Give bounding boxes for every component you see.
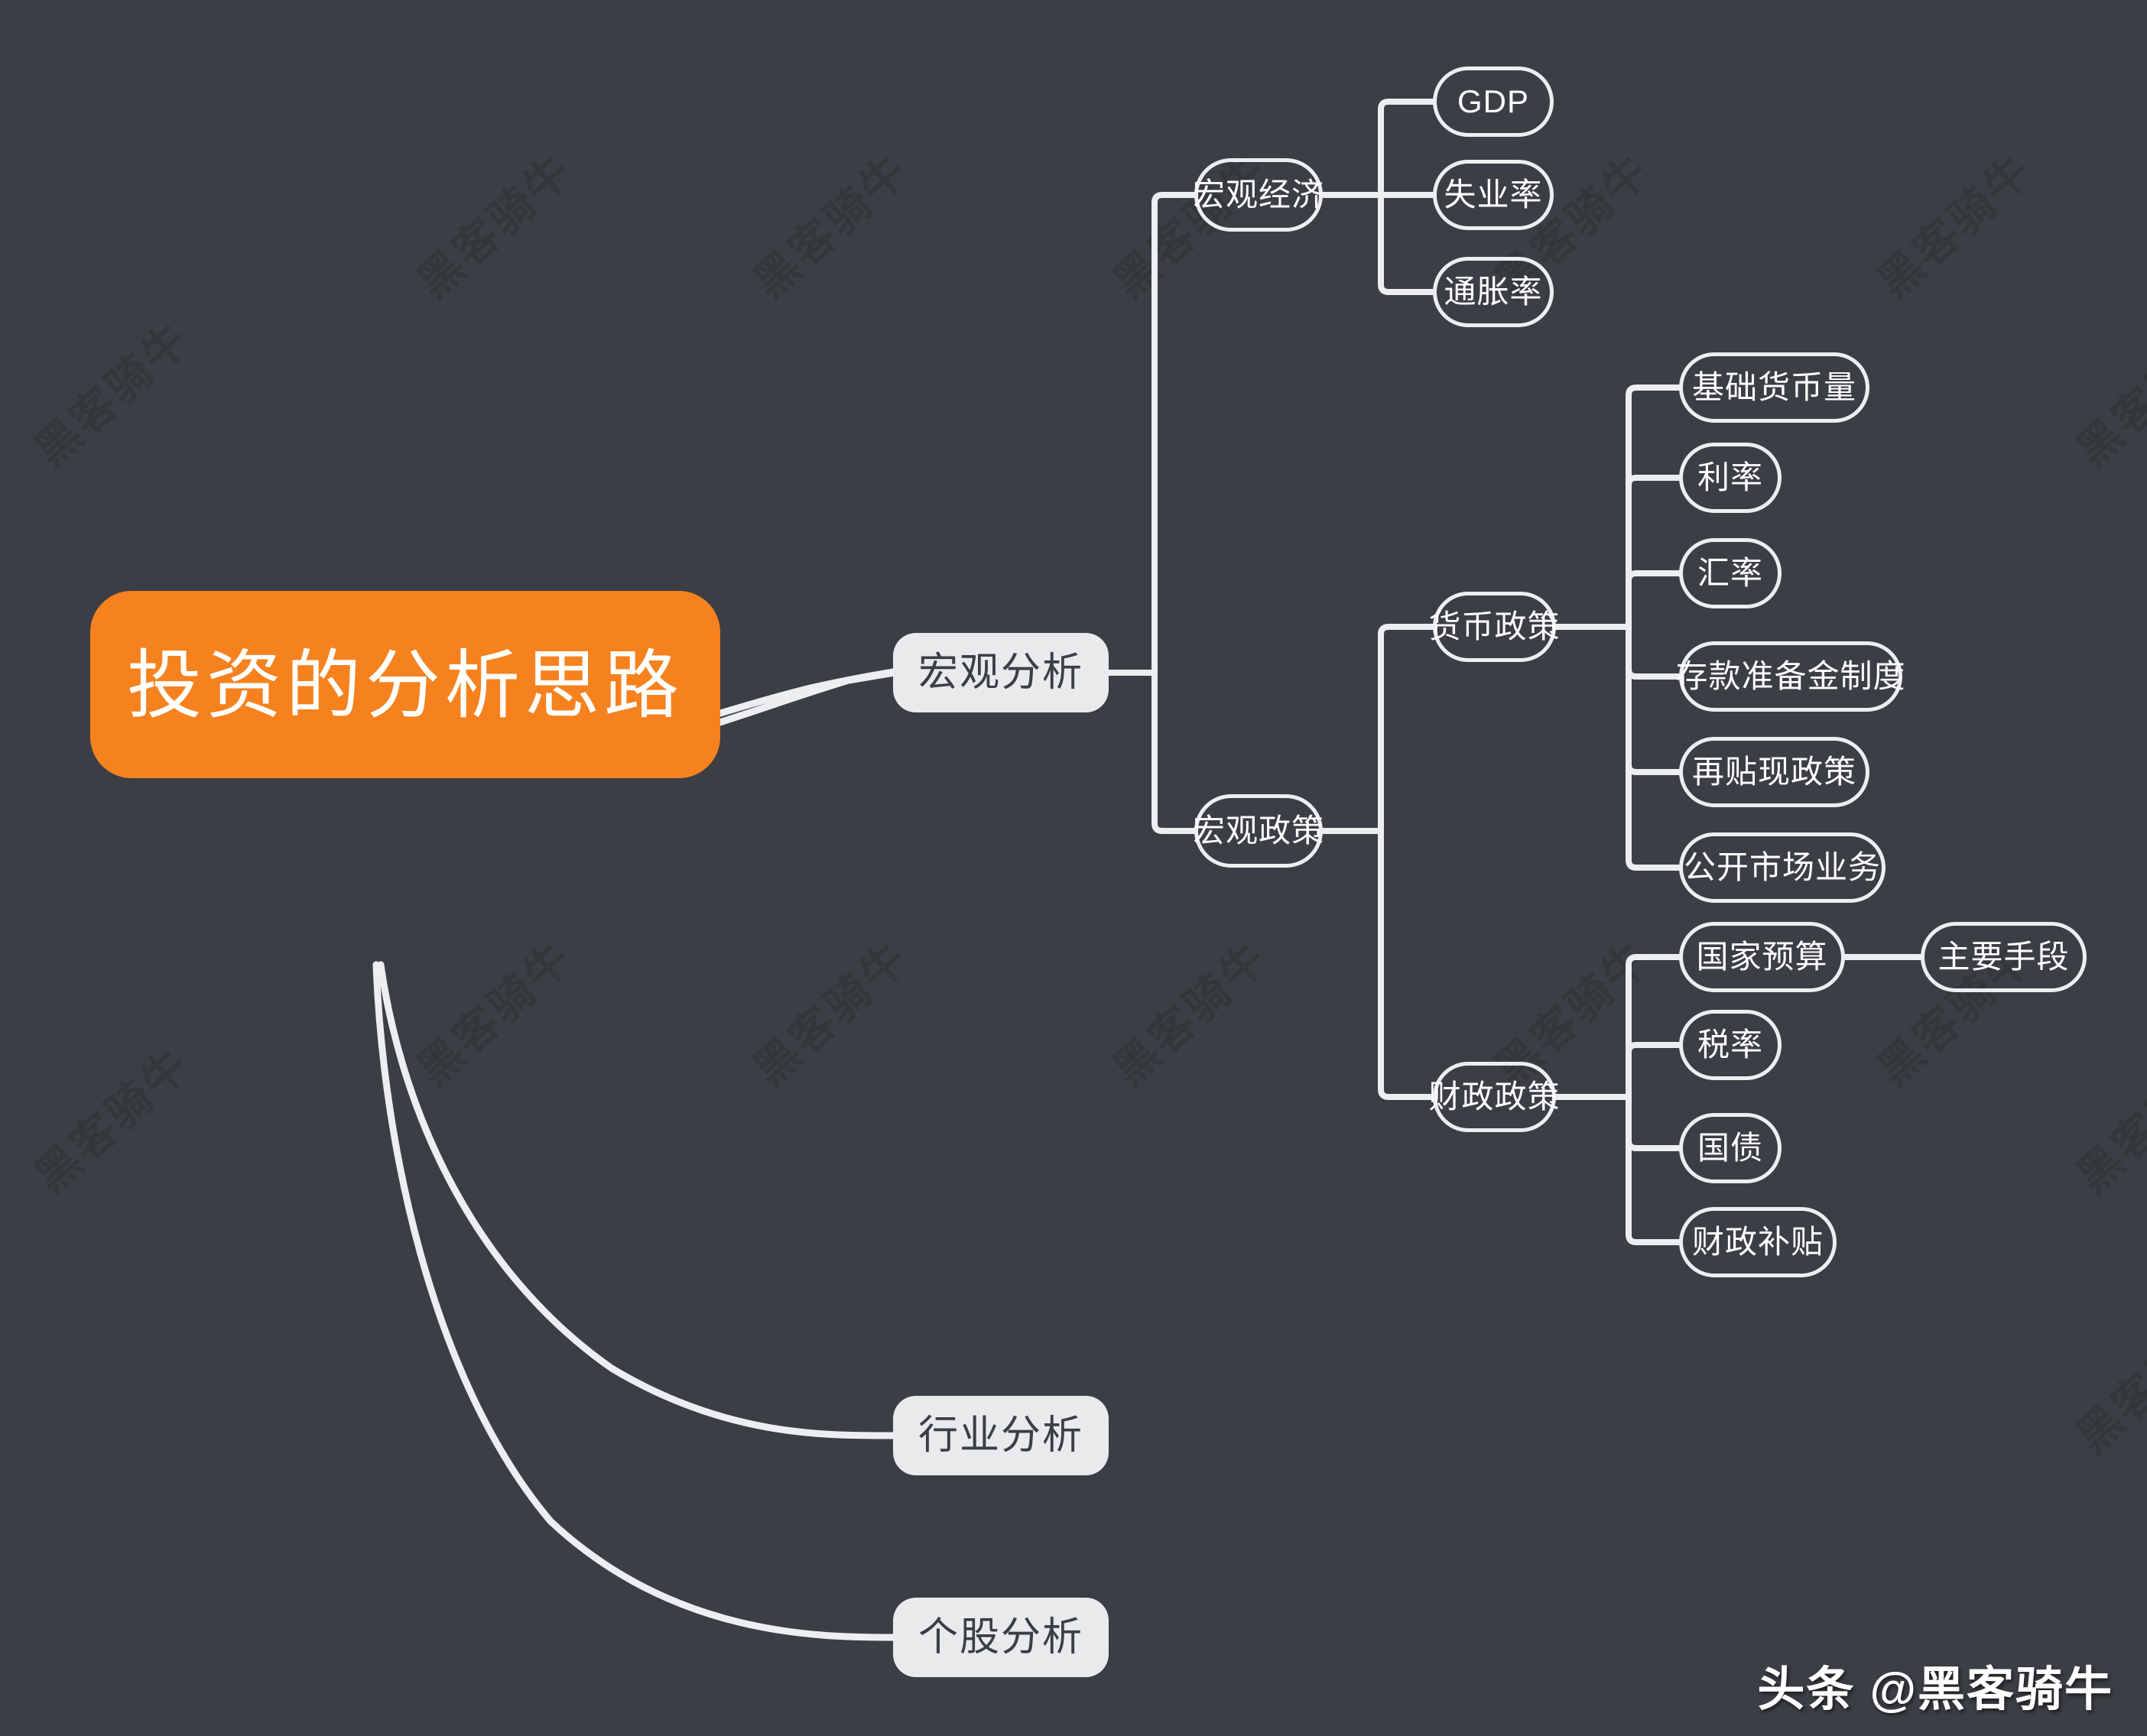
node-zaitiexian[interactable]: 再贴现政策 [1679, 737, 1869, 807]
node-cunkuan-zhunbeijin-label: 存款准备金制度 [1675, 658, 1906, 694]
node-hongguan-jingji[interactable]: 宏观经济 [1193, 158, 1325, 232]
edge-hongguan-zhengce-to-caizheng [1378, 828, 1436, 1100]
node-zhuyao-shouduan[interactable]: 主要手段 [1921, 922, 2087, 992]
node-shuilv-label: 税率 [1697, 1027, 1763, 1063]
node-cunkuan-zhunbeijin[interactable]: 存款准备金制度 [1676, 641, 1905, 712]
node-guojia-yusuan[interactable]: 国家预算 [1679, 922, 1845, 992]
node-lilv-label: 利率 [1697, 459, 1763, 495]
node-hongguan-zhengce[interactable]: 宏观政策 [1193, 794, 1325, 868]
edge-huobi-to-gongkai [1626, 624, 1682, 871]
node-jichu-huobiliang[interactable]: 基础货币量 [1679, 352, 1869, 423]
node-gongkai-shichang-label: 公开市场业务 [1683, 849, 1881, 885]
node-huilv-label: 汇率 [1697, 555, 1763, 591]
node-caizheng-zhengce-label: 财政政策 [1428, 1079, 1561, 1115]
edge-hongguan-zhengce-to-huobi [1378, 624, 1436, 834]
node-guozhai[interactable]: 国债 [1679, 1113, 1782, 1183]
node-jichu-huobiliang-label: 基础货币量 [1691, 369, 1856, 405]
node-caizheng-butie-label: 财政补贴 [1691, 1224, 1824, 1260]
edge-caizheng-to-shuilv [1626, 1042, 1682, 1100]
edge-huobi-to-jichu [1626, 385, 1682, 630]
node-tongzhanglv[interactable]: 通胀率 [1433, 257, 1554, 327]
edge-caizheng-to-guozhai [1626, 1094, 1682, 1151]
node-hongguan-fenxi[interactable]: 宏观分析 [893, 633, 1109, 712]
node-zaitiexian-label: 再贴现政策 [1691, 754, 1856, 790]
node-caizheng-butie[interactable]: 财政补贴 [1679, 1207, 1837, 1277]
node-huobi-zhengce-label: 货币政策 [1428, 608, 1561, 644]
node-huobi-zhengce[interactable]: 货币政策 [1429, 592, 1560, 662]
edge-huobi-to-huilv [1626, 570, 1682, 630]
node-gegu-fenxi[interactable]: 个股分析 [893, 1598, 1109, 1677]
node-root[interactable]: 投资的分析思路 [90, 591, 720, 778]
edge-trunk-to-hongguan-zhengce [1151, 670, 1197, 834]
node-lilv[interactable]: 利率 [1679, 443, 1782, 513]
node-hangye-fenxi-label: 行业分析 [918, 1413, 1083, 1458]
node-hongguan-fenxi-label: 宏观分析 [918, 651, 1083, 695]
node-gdp[interactable]: GDP [1433, 67, 1554, 137]
node-gdp-label: GDP [1457, 83, 1529, 119]
node-guozhai-label: 国债 [1697, 1130, 1763, 1166]
edge-huobi-to-zaitiexian [1626, 624, 1682, 775]
node-shiyelv-label: 失业率 [1444, 177, 1543, 213]
node-gegu-fenxi-label: 个股分析 [918, 1615, 1083, 1660]
edge-trunk-to-hongguan-jingji [1151, 192, 1197, 676]
node-tongzhanglv-label: 通胀率 [1444, 274, 1543, 310]
node-root-label: 投资的分析思路 [126, 642, 684, 727]
node-hongguan-jingji-label: 宏观经济 [1193, 177, 1325, 213]
node-caizheng-zhengce[interactable]: 财政政策 [1429, 1062, 1560, 1132]
edge-hongguan-jingji-to-gdp [1378, 99, 1436, 198]
edge-root-to-gegu-fenxi [372, 961, 897, 1641]
edge-huobi-to-cunkuan [1626, 624, 1682, 680]
node-huilv[interactable]: 汇率 [1679, 538, 1782, 608]
node-zhuyao-shouduan-label: 主要手段 [1937, 939, 2070, 975]
edge-hongguan-jingji-to-tongzhanglv [1378, 192, 1436, 295]
node-guojia-yusuan-label: 国家预算 [1696, 939, 1828, 975]
edge-huobi-to-lilv [1626, 475, 1682, 630]
edge-caizheng-to-guojia-yusuan [1626, 954, 1682, 1100]
edge-caizheng-to-caizheng-butie [1626, 1094, 1682, 1245]
brand-watermark: 头条 @黑客骑牛 [1757, 1663, 2113, 1716]
node-hongguan-zhengce-label: 宏观政策 [1193, 813, 1325, 849]
edge-root-to-hangye-fenxi [377, 961, 897, 1439]
node-gongkai-shichang[interactable]: 公开市场业务 [1679, 832, 1886, 903]
node-shuilv[interactable]: 税率 [1679, 1010, 1782, 1080]
node-shiyelv[interactable]: 失业率 [1433, 160, 1554, 230]
node-hangye-fenxi[interactable]: 行业分析 [893, 1396, 1109, 1475]
